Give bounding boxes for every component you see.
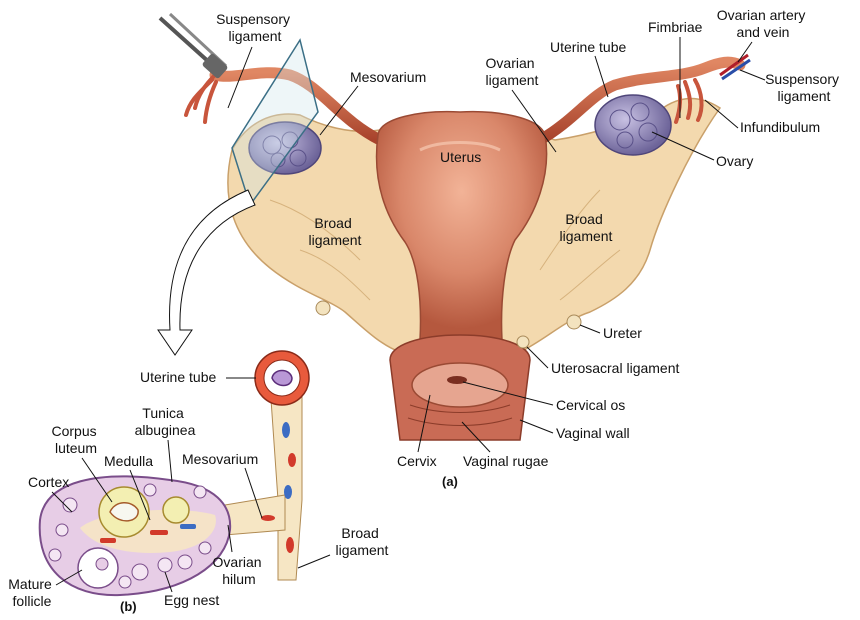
fimbriae-left: [184, 73, 218, 124]
leader-uterine-tube-a: [594, 55, 609, 98]
ovary-left-follicles: [262, 131, 307, 168]
label-egg-nest: Egg nest: [164, 592, 219, 608]
ovary-right-shape: [594, 94, 672, 156]
leader-ovary: [651, 131, 715, 161]
leader-suspensory-right: [739, 69, 766, 81]
leader-mesovarium-b: [244, 467, 263, 519]
label-cortex: Cortex: [28, 474, 69, 490]
uterine-tube-right-shape: [534, 56, 746, 146]
label-suspensory-ligament-left: Suspensory ligament: [216, 11, 294, 44]
label-fimbriae: Fimbriae: [648, 19, 703, 35]
primordial-follicles: [48, 483, 212, 589]
leader-mature-follicle: [55, 569, 83, 586]
broad-ligament-strip: [269, 384, 303, 581]
panel-b-tag: (b): [120, 599, 137, 614]
cervix-shape: [411, 362, 509, 408]
label-tunica-albuginea: Tunica albuginea: [135, 405, 196, 438]
ovarian-vessels: [719, 53, 751, 81]
uterine-tube-lumen: [271, 369, 293, 387]
leader-uterosacral: [526, 346, 549, 369]
label-suspensory-ligament-right: Suspensory ligament: [765, 71, 843, 104]
label-ovarian-ligament: Ovarian ligament: [486, 55, 539, 88]
leader-cervix: [417, 394, 431, 453]
leader-suspensory-left: [227, 46, 253, 109]
label-uterine-tube-a: Uterine tube: [550, 39, 626, 55]
label-uterine-tube-b: Uterine tube: [140, 369, 216, 385]
label-ovary: Ovary: [716, 153, 753, 169]
leader-corpus-luteum: [81, 457, 113, 503]
panel-a-tag: (a): [442, 474, 458, 489]
panel-a: Suspensory ligament Mesovarium Ovarian l…: [157, 7, 843, 489]
leader-ovarian-artery-vein: [737, 41, 753, 63]
label-ovarian-artery-vein: Ovarian artery and vein: [717, 7, 810, 40]
ligament-fold-lines: [269, 189, 621, 301]
label-corpus-luteum: Corpus luteum: [51, 423, 100, 456]
leader-ureter: [579, 324, 601, 334]
leader-ovarian-ligament: [511, 89, 557, 153]
vaginal-rugae-lines: [407, 404, 513, 426]
leader-vaginal-rugae: [461, 421, 491, 453]
label-cervix: Cervix: [397, 453, 437, 469]
ovary-left-shape: [248, 121, 322, 175]
label-ureter: Ureter: [603, 325, 642, 341]
uterus-highlight: [419, 141, 501, 152]
leader-vaginal-wall: [519, 419, 554, 434]
label-broad-ligament-left: Broad ligament: [309, 215, 362, 248]
corpus-luteum-core: [109, 502, 139, 522]
label-uterus: Uterus: [440, 149, 481, 165]
leader-tunica-albuginea: [167, 439, 173, 483]
strip-vessels: [261, 422, 296, 553]
label-uterosacral-ligament: Uterosacral ligament: [551, 360, 679, 376]
label-mature-follicle: Mature follicle: [8, 576, 55, 609]
label-vaginal-rugae: Vaginal rugae: [463, 453, 549, 469]
mature-follicle-oocyte: [95, 557, 109, 571]
uterosacral-shape: [516, 335, 530, 349]
forceps-icon: [158, 12, 228, 79]
leader-broad-ligament-b: [297, 554, 331, 569]
zoom-arrow: [157, 189, 256, 356]
leader-egg-nest: [164, 571, 173, 593]
cervical-os-shape: [447, 376, 467, 384]
leader-ovarian-hilum: [227, 524, 233, 553]
leader-cervical-os: [462, 381, 554, 406]
label-ovarian-hilum: Ovarian hilum: [213, 554, 266, 587]
leader-cortex: [51, 491, 73, 513]
section-plane: [231, 38, 319, 207]
uterine-tube-left-shape: [209, 67, 386, 146]
uterus-body: [375, 110, 548, 341]
label-mesovarium: Mesovarium: [350, 69, 426, 85]
leader-infundibulum: [704, 99, 739, 129]
label-broad-ligament-b: Broad ligament: [336, 525, 389, 558]
panel-b: Uterine tube Tunica albuginea Corpus lut…: [8, 350, 389, 614]
label-vaginal-wall: Vaginal wall: [556, 425, 630, 441]
corpus-luteum-small: [162, 496, 190, 524]
label-mesovarium-b: Mesovarium: [182, 451, 258, 467]
mesovarium-strip: [224, 494, 286, 536]
label-medulla: Medulla: [104, 453, 153, 469]
ureter-right-shape: [566, 314, 582, 330]
label-cervical-os: Cervical os: [556, 397, 625, 413]
leader-mesovarium: [319, 85, 359, 136]
label-infundibulum: Infundibulum: [740, 119, 820, 135]
label-broad-ligament-right: Broad ligament: [560, 211, 613, 244]
ureter-left-shape: [315, 300, 331, 316]
leader-medulla: [129, 469, 151, 521]
ovary-right-follicles: [609, 102, 658, 149]
